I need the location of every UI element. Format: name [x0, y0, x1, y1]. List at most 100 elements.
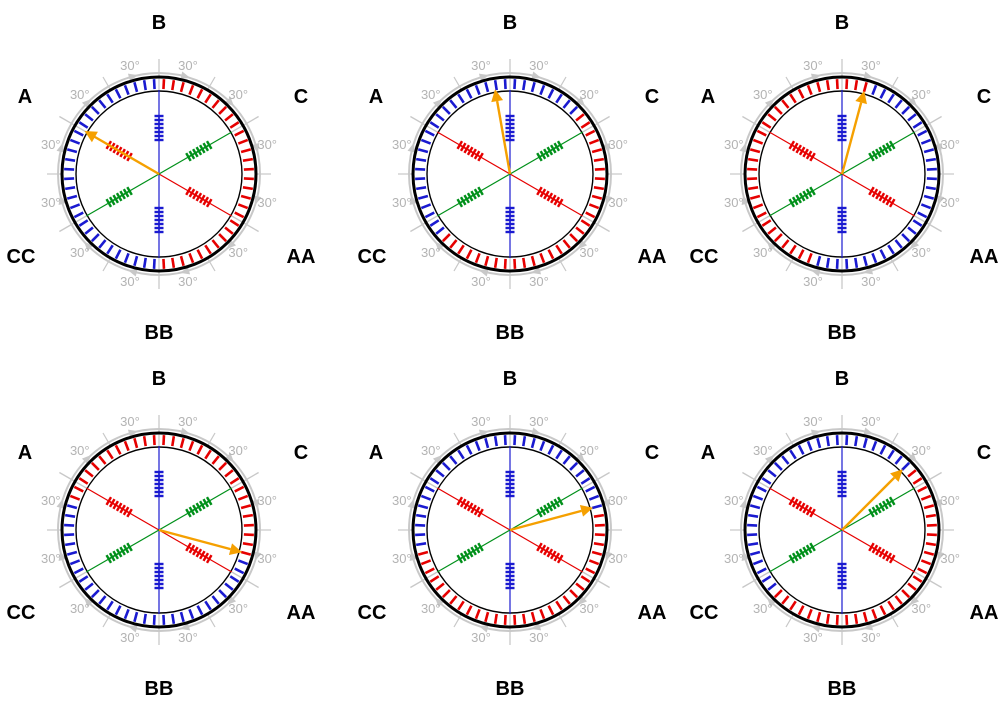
- arrow-head-icon: [907, 452, 917, 463]
- axis-guide-line: [582, 215, 610, 233]
- stator-slot: [894, 239, 903, 249]
- stator-slot: [69, 138, 81, 145]
- arrow-head-icon: [531, 622, 542, 631]
- phase-c-coil: [788, 542, 816, 564]
- arrow-head-icon: [253, 195, 262, 205]
- stator-slot: [594, 177, 605, 181]
- arrow-head-icon: [407, 143, 416, 153]
- arrow-head-icon: [226, 595, 237, 605]
- stator-slot: [415, 157, 427, 162]
- arrow-head-icon: [577, 239, 588, 249]
- angle-label: 30°: [579, 245, 599, 260]
- stator-slot: [64, 533, 75, 537]
- phase-c-coil: [536, 496, 564, 518]
- stator-slot: [204, 244, 212, 255]
- terminal-label-aa: AA: [970, 246, 999, 268]
- stator-slot: [204, 449, 212, 460]
- stator-slot: [474, 84, 481, 96]
- tick-line: [206, 256, 216, 272]
- terminal-label-a: A: [369, 86, 383, 108]
- angle-label: 30°: [753, 245, 773, 260]
- stator-slot: [825, 435, 830, 447]
- tick-line: [785, 612, 795, 628]
- stator-slot: [862, 81, 868, 93]
- stator-slot: [562, 239, 571, 249]
- stator-slot: [196, 605, 204, 616]
- stator-slot: [243, 533, 254, 537]
- stator-slot: [591, 550, 603, 556]
- angle-label: 30°: [120, 274, 140, 289]
- stator-slot: [806, 252, 813, 264]
- stator-slot: [825, 613, 830, 625]
- stator-slot: [429, 219, 440, 227]
- angle-label: 30°: [41, 137, 61, 152]
- stator-slot: [901, 105, 911, 115]
- phase-a-coil: [456, 140, 484, 162]
- angle-label: 30°: [861, 414, 881, 429]
- stator-slot: [242, 513, 254, 518]
- stator-slot: [816, 611, 822, 623]
- angle-label: 30°: [608, 551, 628, 566]
- stator-slot: [879, 444, 887, 455]
- angle-label: 30°: [911, 87, 931, 102]
- stator-slot: [781, 239, 790, 249]
- stator-slot: [229, 575, 240, 583]
- stator-slot: [503, 258, 507, 269]
- stator-slot: [424, 129, 435, 137]
- arrow-head-icon: [432, 455, 443, 465]
- stator-slot: [835, 258, 839, 269]
- stator-slot: [465, 444, 473, 455]
- angle-label: 30°: [178, 630, 198, 645]
- tick-line: [453, 612, 463, 628]
- stator-slot: [756, 485, 767, 493]
- stator-slot: [133, 437, 139, 449]
- stator-slot: [84, 469, 94, 478]
- terminal-label-c: C: [294, 86, 308, 108]
- stator-slot: [78, 121, 89, 129]
- angle-label: 30°: [471, 58, 491, 73]
- field-vector-arrow-icon: [890, 469, 903, 482]
- stator-slot: [747, 177, 758, 181]
- stator-slot: [179, 611, 185, 623]
- stator-slot: [69, 494, 81, 501]
- stator-slot: [522, 435, 527, 447]
- arrow-head-icon: [741, 195, 750, 206]
- stator-slot: [594, 167, 605, 171]
- stator-slot: [547, 88, 555, 99]
- stator-slot: [123, 440, 130, 452]
- stator-slot: [64, 523, 75, 527]
- stator-slot: [188, 608, 195, 620]
- phase-b-coil: [505, 470, 515, 498]
- stator-slot: [424, 485, 435, 493]
- phase-b-coil: [154, 114, 164, 142]
- arrow-head-icon: [56, 143, 65, 153]
- stator-slot: [585, 211, 596, 219]
- phase-a-coil: [185, 542, 213, 564]
- stator-slot: [415, 513, 427, 518]
- angle-label: 30°: [529, 414, 549, 429]
- stator-slot: [862, 611, 868, 623]
- arrow-head-icon: [127, 73, 138, 82]
- stator-slot: [493, 613, 498, 625]
- tick-line: [206, 76, 216, 92]
- angle-label: 30°: [70, 443, 90, 458]
- terminal-label-aa: AA: [287, 602, 316, 624]
- stator-slot: [594, 523, 605, 527]
- stator-slot: [417, 550, 429, 556]
- stator-slot: [580, 121, 591, 129]
- phase-a-coil: [456, 496, 484, 518]
- angle-label: 30°: [257, 551, 277, 566]
- stator-slot: [920, 203, 932, 210]
- phase-b-coil: [837, 562, 847, 590]
- stator-slot: [854, 257, 859, 269]
- stator-slot: [73, 129, 84, 137]
- field-vector-line: [841, 476, 896, 531]
- arrow-head-icon: [764, 455, 775, 465]
- stator-slot: [64, 157, 76, 162]
- stator-slot: [415, 542, 427, 547]
- arrow-head-icon: [58, 551, 67, 562]
- stator-slot: [917, 567, 928, 575]
- arrow-head-icon: [479, 624, 489, 633]
- angle-label: 30°: [70, 87, 90, 102]
